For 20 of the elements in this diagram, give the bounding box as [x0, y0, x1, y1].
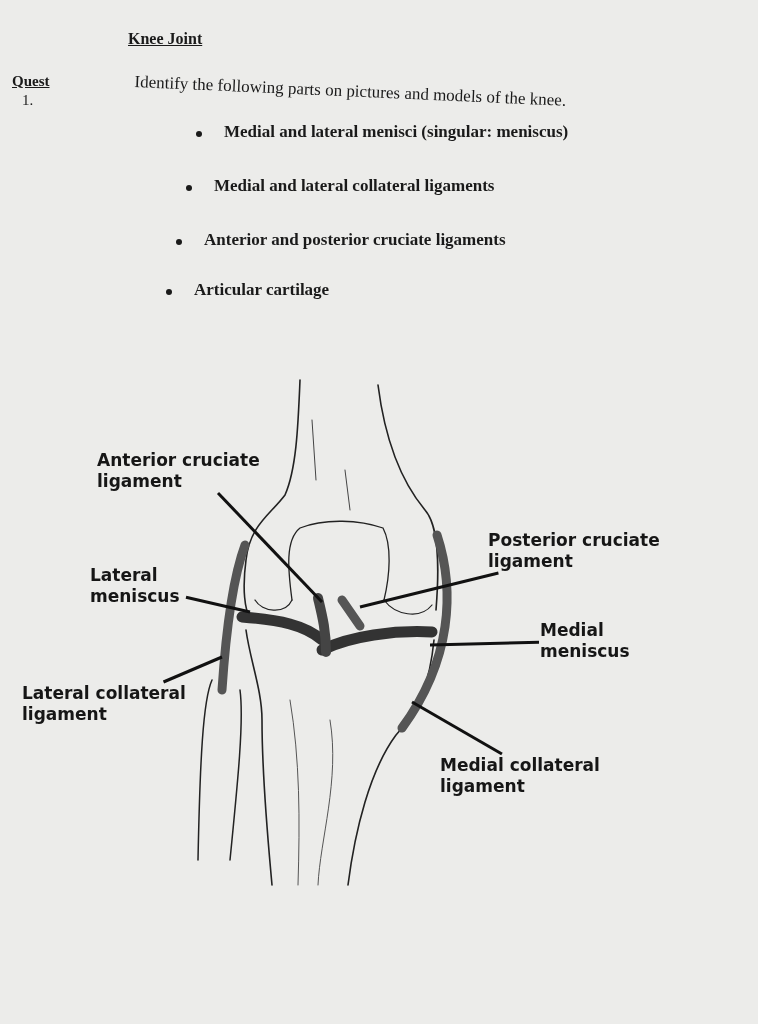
leader-line	[411, 700, 503, 756]
list-item: Medial and lateral menisci (singular: meniscus)	[224, 122, 569, 142]
question-number: 1.	[22, 92, 34, 109]
worksheet-title: Knee Joint	[128, 30, 203, 48]
leader-line	[162, 655, 223, 684]
part-label: Lateral meniscus	[90, 565, 185, 607]
part-label: Anterior cruciate ligament	[97, 450, 297, 492]
leader-line	[429, 640, 540, 647]
part-label: Posterior cruciate ligament	[488, 530, 688, 572]
question-heading: Quest	[12, 73, 50, 90]
leader-line	[185, 595, 251, 614]
part-label: Medial collateral ligament	[440, 755, 640, 797]
leader-line	[216, 491, 324, 604]
part-label: Lateral collateral ligament	[22, 683, 202, 725]
list-item: Articular cartilage	[194, 280, 330, 300]
leader-line	[359, 571, 499, 609]
list-item: Medial and lateral collateral ligaments	[214, 176, 495, 196]
list-item: Anterior and posterior cruciate ligaments	[204, 230, 506, 250]
part-label: Medial meniscus	[540, 620, 640, 662]
instruction-text: Identify the following parts on pictures and models of the knee.	[134, 72, 568, 112]
